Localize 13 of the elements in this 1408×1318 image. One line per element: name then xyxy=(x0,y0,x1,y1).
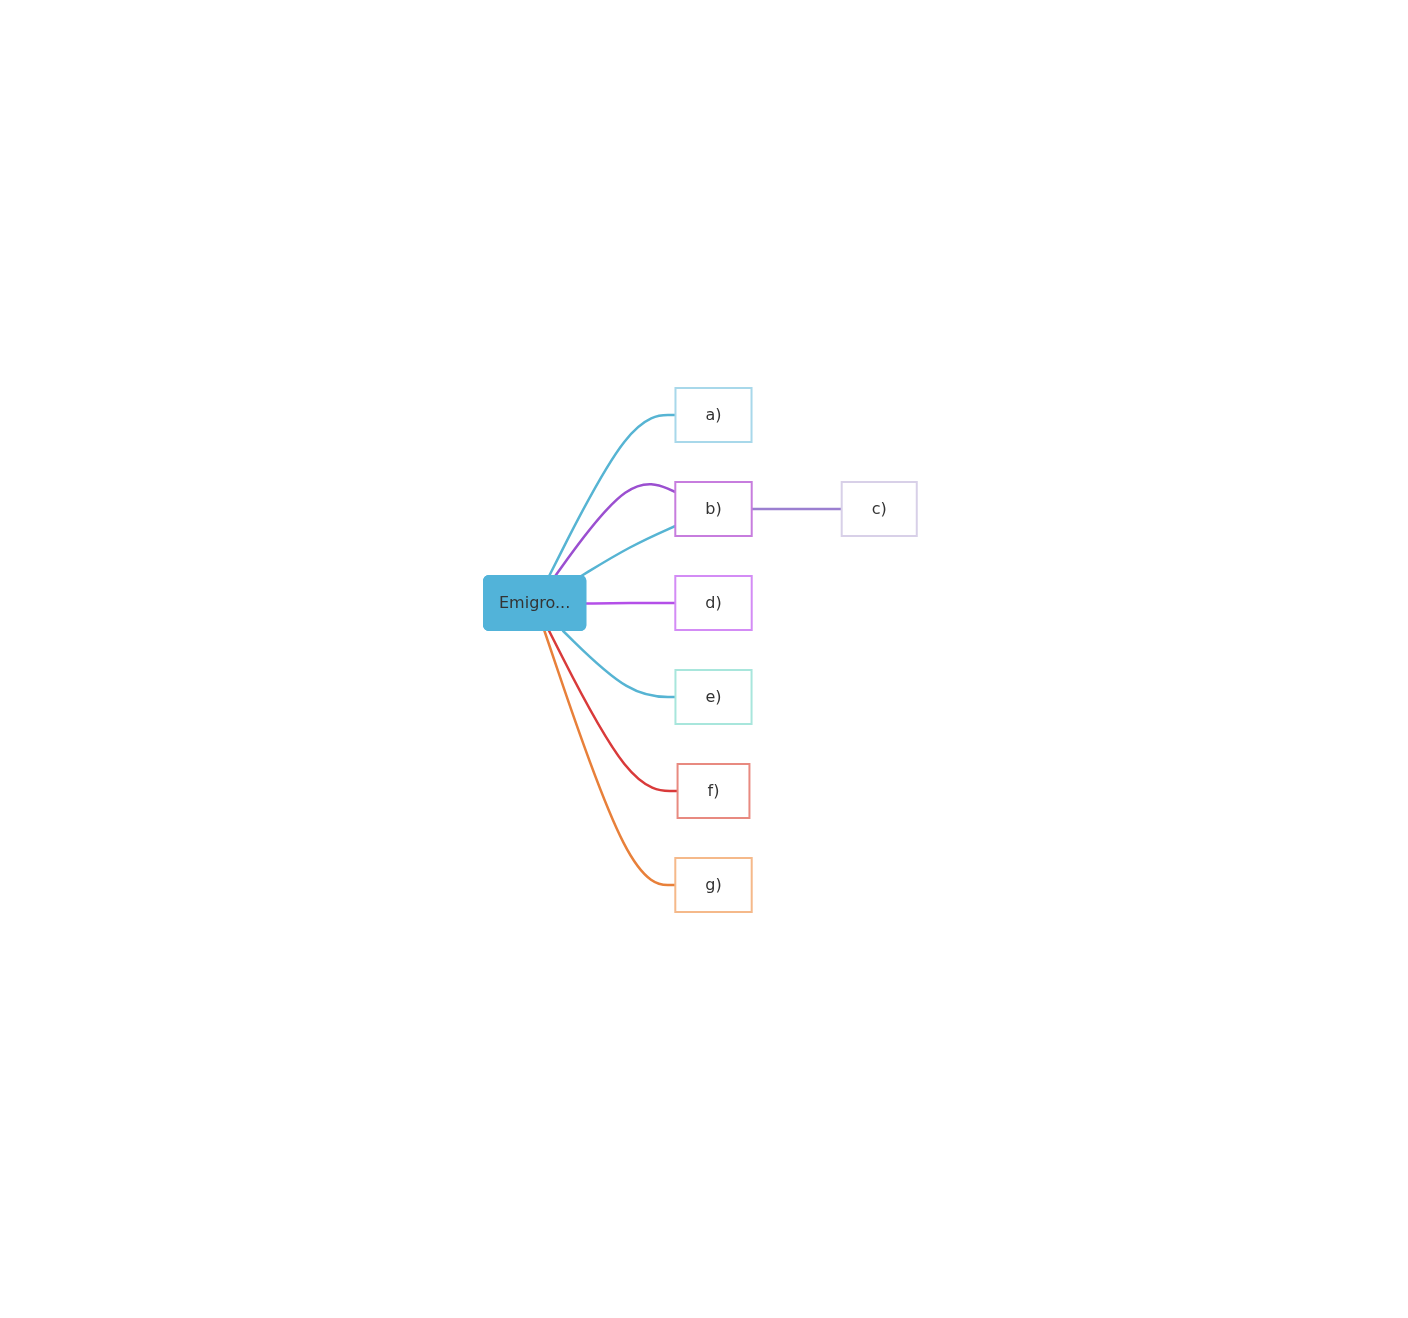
node-box: d) xyxy=(673,575,753,631)
node-box: c) xyxy=(840,481,918,537)
connector xyxy=(542,630,675,887)
node-box: e) xyxy=(674,669,753,725)
connector xyxy=(751,507,842,511)
node-box: f) xyxy=(676,763,751,819)
connector xyxy=(561,629,676,699)
node-box: b) xyxy=(673,481,753,537)
connector xyxy=(547,629,678,793)
node-box: a) xyxy=(674,387,753,443)
node-box: g) xyxy=(673,857,753,913)
connector xyxy=(585,601,675,605)
connector xyxy=(547,413,676,578)
